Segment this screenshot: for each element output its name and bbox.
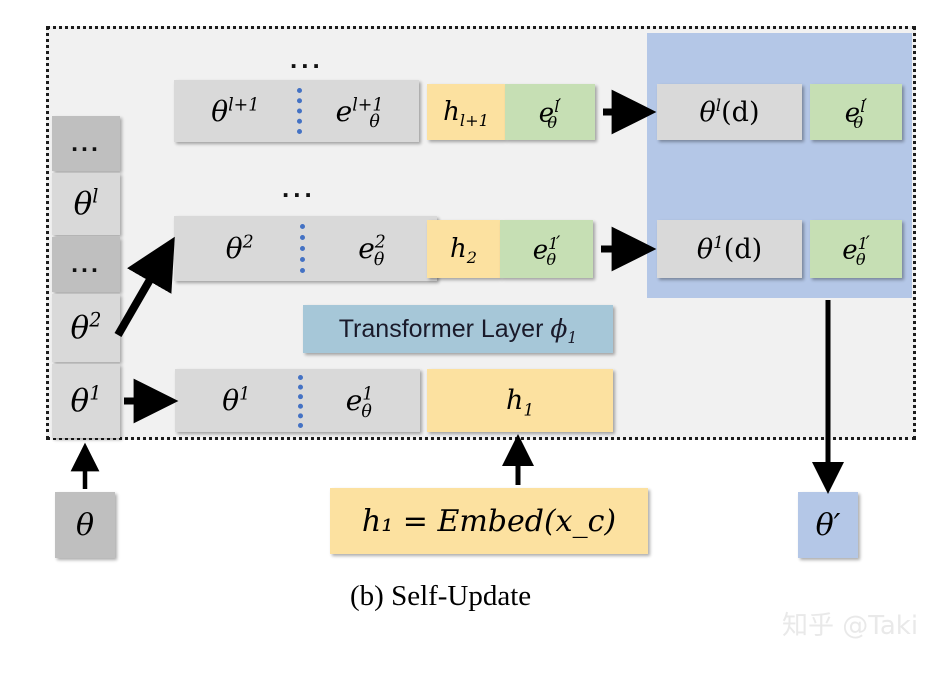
input-theta-node[interactable]: θ (55, 492, 115, 558)
arrow-theta2-to-token (114, 236, 175, 338)
decoded-e-theta-1-prime-label: e1θ′ (842, 232, 870, 269)
decoded-embedding-1[interactable]: e1θ′ (810, 220, 902, 278)
transformer-layer-block[interactable]: Transformer Layer ϕ1 (303, 305, 613, 353)
theta-1-label: θ1 (70, 381, 102, 419)
embedding-output-second[interactable]: e1θ′ (500, 220, 593, 278)
transformer-layer-label: Transformer Layer ϕ1 (338, 314, 578, 347)
decoded-theta-1[interactable]: θ1(d) (657, 220, 802, 278)
output-theta-prime-label: θ′ (815, 507, 841, 543)
ellipsis-glyph: ... (71, 250, 101, 278)
figure-caption: (b) Self-Update (350, 580, 532, 612)
ellipsis-above-second-row: ... (282, 173, 316, 203)
e-theta-2-label: e2θ (358, 232, 386, 270)
hidden-state-second[interactable]: h2 (427, 220, 500, 278)
theta-2-token-label: θ2 (225, 232, 254, 265)
input-theta-label: θ (75, 507, 95, 543)
token-box-bottom[interactable]: θ1 e1θ (175, 369, 420, 432)
e-theta-1-token-label: e1θ (345, 384, 374, 422)
token-separator-second (300, 224, 306, 273)
e-theta-1-prime-label: e1θ′ (532, 232, 561, 269)
embedding-output-top[interactable]: elθ′ (505, 84, 595, 140)
decoded-theta-l-label: θl(d) (699, 94, 760, 128)
token-separator-top (296, 88, 302, 134)
theta-1-token-label: θ1 (222, 384, 251, 417)
h-1-label: h1 (505, 385, 535, 420)
theta-stack-item-1[interactable]: θ1 (52, 364, 120, 438)
h-l-plus-1-label: hl+1 (443, 97, 489, 131)
theta-l-label: θl (73, 184, 99, 222)
theta-stack-ellipsis-top: ... (52, 116, 120, 171)
theta-l-plus-1-label: θl+1 (211, 94, 260, 128)
embed-equation-box[interactable]: h₁ = Embed(x_c) (330, 488, 648, 554)
decoded-e-theta-l-prime-label: elθ′ (844, 95, 868, 132)
decoded-embedding-l[interactable]: elθ′ (810, 84, 902, 140)
theta-stack-item-l[interactable]: θl (52, 173, 120, 235)
h-2-label: h2 (450, 234, 477, 268)
hidden-state-bottom[interactable]: h1 (427, 369, 613, 432)
decoded-theta-l[interactable]: θl(d) (657, 84, 802, 140)
ellipsis-above-top-row: ... (290, 44, 324, 74)
embed-equation-label: h₁ = Embed(x_c) (361, 503, 617, 539)
e-theta-l-prime-label: elθ′ (538, 95, 562, 132)
ellipsis-glyph: ... (71, 129, 101, 157)
theta-stack-ellipsis-mid: ... (52, 237, 120, 292)
watermark-label: 知乎 @Taki (782, 611, 919, 641)
theta-stack-item-2[interactable]: θ2 (52, 294, 120, 362)
token-box-top[interactable]: θl+1 el+1θ (174, 80, 419, 142)
hidden-state-top[interactable]: hl+1 (427, 84, 505, 140)
token-separator-bottom (297, 375, 303, 428)
theta-2-label: θ2 (70, 308, 102, 346)
token-box-second[interactable]: θ2 e2θ (174, 216, 437, 281)
decoded-theta-1-label: θ1(d) (696, 231, 763, 265)
e-theta-l-plus-1-label: el+1θ (335, 94, 384, 133)
output-theta-prime-node[interactable]: θ′ (798, 492, 858, 558)
